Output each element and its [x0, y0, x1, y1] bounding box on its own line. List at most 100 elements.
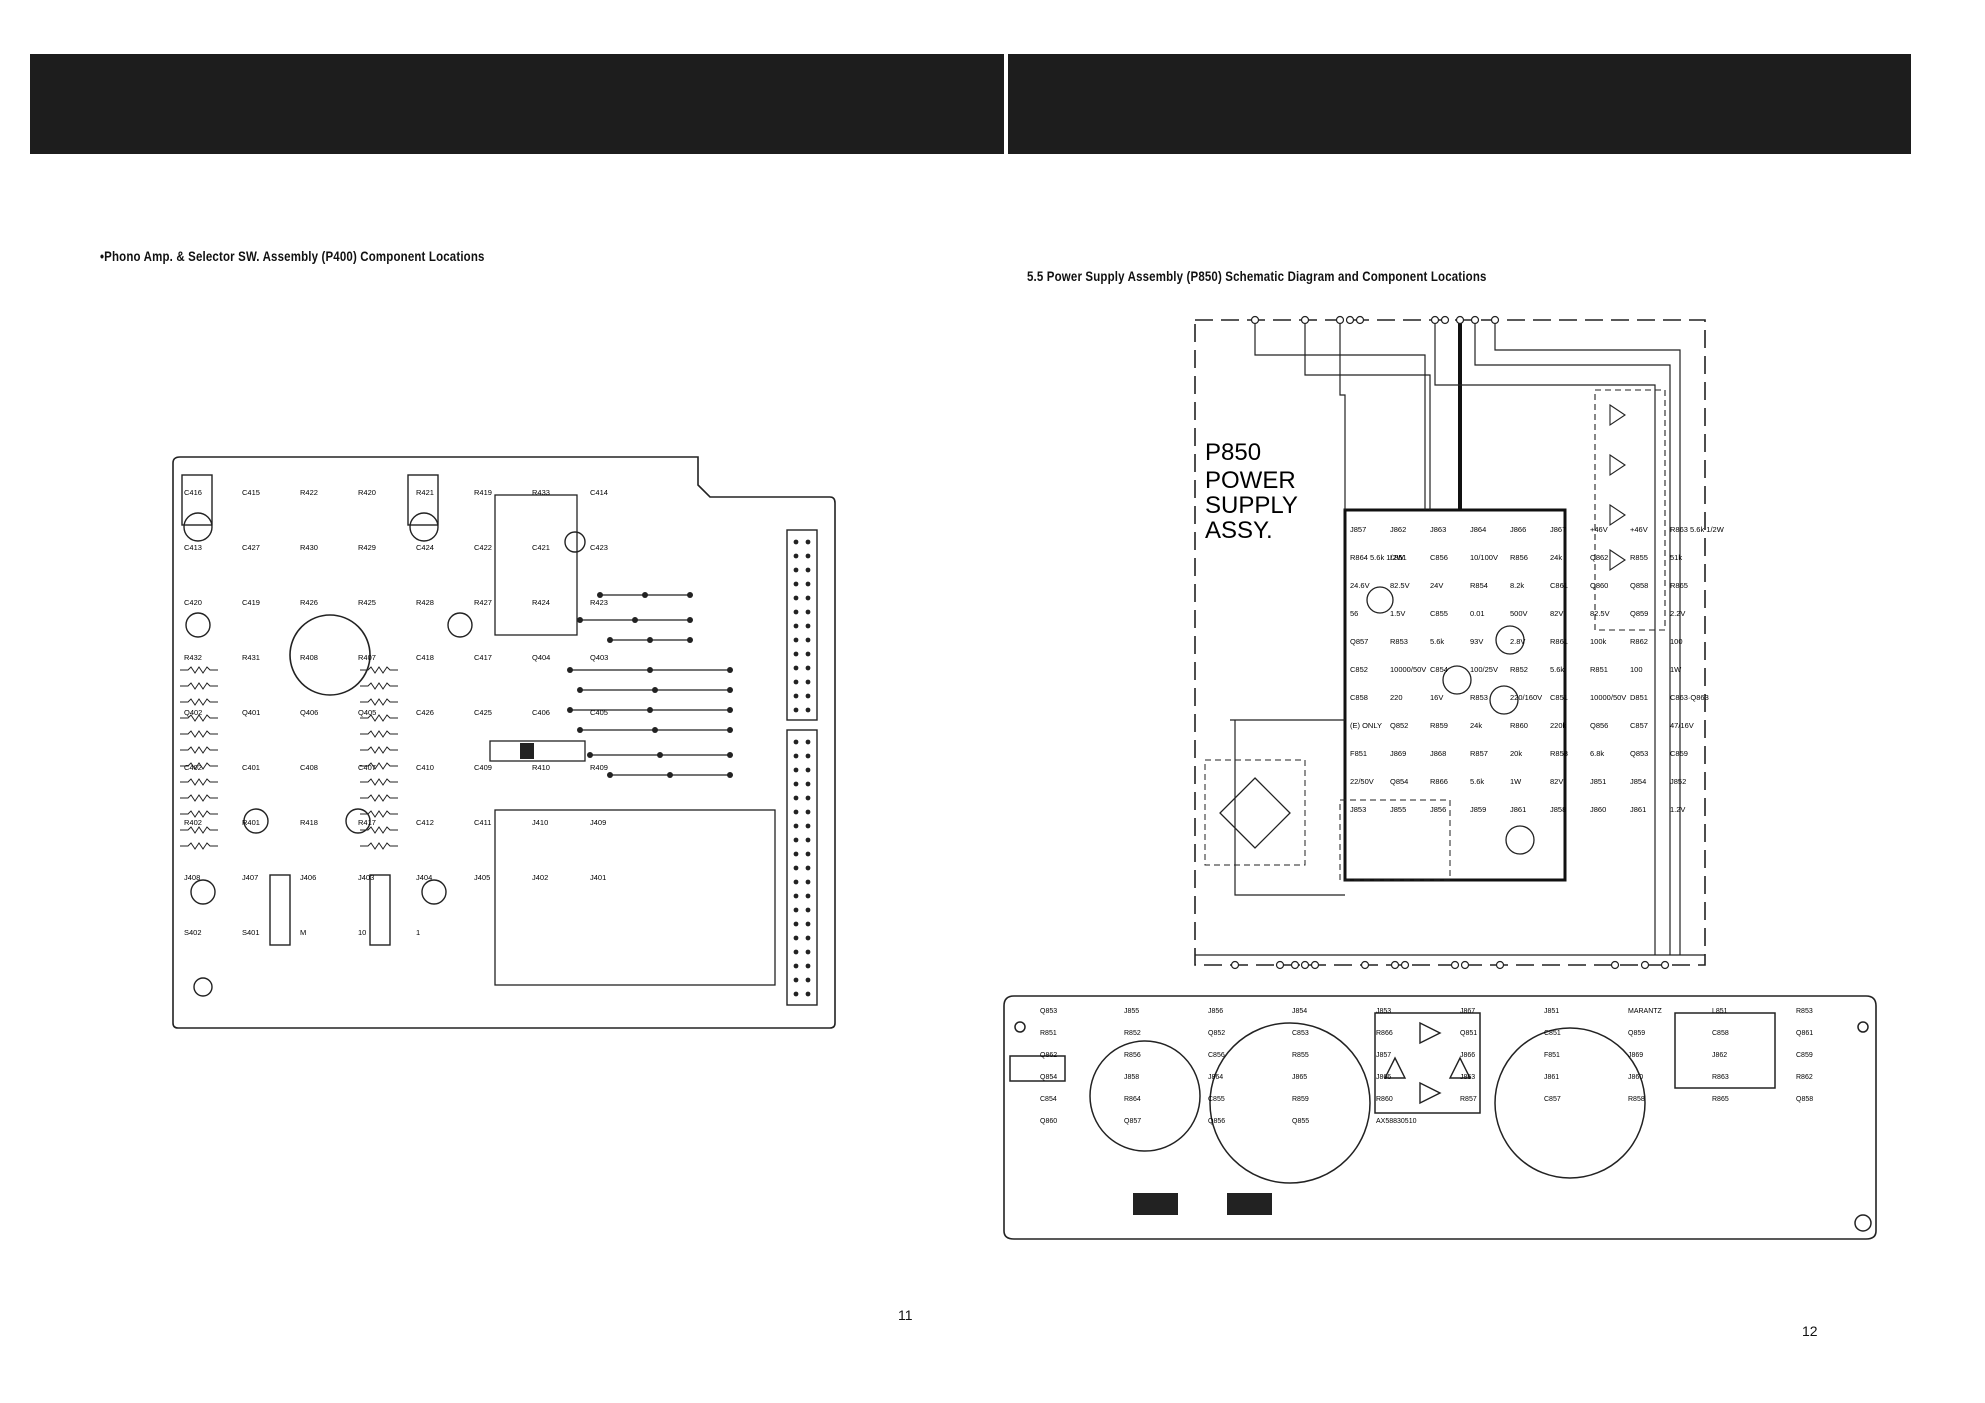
pcb-p850-label: R852	[1124, 1030, 1141, 1037]
title-power: POWER	[1205, 467, 1296, 494]
schematic-label: 82.5V	[1590, 609, 1610, 618]
schematic-label: J852	[1670, 777, 1686, 786]
schematic-label: 2.8V	[1510, 637, 1525, 646]
pcb-p400-label: R410	[532, 763, 550, 772]
pcb-p400-label: R430	[300, 543, 318, 552]
pcb-p400-label: C409	[474, 763, 492, 772]
pcb-p850-label: Q851	[1460, 1030, 1477, 1037]
schematic-label: J853	[1350, 805, 1366, 814]
schematic-label: C858	[1350, 693, 1368, 702]
pcb-p400-label: 1	[416, 928, 420, 937]
schematic-label: J864	[1470, 525, 1486, 534]
bridge-rectifier-d851	[1204, 759, 1306, 866]
schematic-label: R853	[1390, 637, 1408, 646]
schematic-label: 10000/50V	[1590, 693, 1626, 702]
pcb-p400-label: C426	[416, 708, 434, 717]
pcb-p400-label: R429	[358, 543, 376, 552]
schematic-label: 5.6k	[1470, 777, 1484, 786]
pcb-p400-label: R423	[590, 598, 608, 607]
schematic-label: 5.6k	[1430, 637, 1444, 646]
schematic-label: 47/16V	[1670, 721, 1694, 730]
schematic-label: R859	[1430, 721, 1448, 730]
pcb-p400-label: C418	[416, 653, 434, 662]
schematic-label: 220/160V	[1510, 693, 1542, 702]
pcb-p850-label: J869	[1628, 1052, 1643, 1059]
pcb-p850-label: J851	[1544, 1008, 1559, 1015]
schematic-label: R864 5.6k 1/2W	[1350, 553, 1405, 562]
schematic-label: 10/100V	[1470, 553, 1498, 562]
schematic-label: R858	[1550, 749, 1568, 758]
schematic-label: J857	[1350, 525, 1366, 534]
schematic-label: J855	[1390, 805, 1406, 814]
relay-l851	[1594, 389, 1666, 631]
pcb-p400-label: J402	[532, 873, 548, 882]
schematic-label: 500V	[1510, 609, 1528, 618]
schematic-label: 1W	[1670, 665, 1682, 674]
pcb-p400-label: C421	[532, 543, 550, 552]
pcb-p400-label: C419	[242, 598, 260, 607]
pcb-p400-label: C415	[242, 488, 260, 497]
pcb-p400-label: C423	[590, 543, 608, 552]
right-page-number: 12	[1802, 1323, 1818, 1339]
pcb-p850-label: J860	[1628, 1074, 1643, 1081]
schematic-label: 16V	[1430, 693, 1443, 702]
pcb-p400-label: C408	[300, 763, 318, 772]
pcb-p400-label: C407	[358, 763, 376, 772]
schematic-label: J867	[1550, 525, 1566, 534]
header-band-left	[30, 54, 1005, 154]
schematic-label: C856	[1430, 553, 1448, 562]
schematic-label: C855	[1430, 609, 1448, 618]
schematic-label: 24k	[1550, 553, 1562, 562]
pcb-p850-label: J866	[1460, 1052, 1475, 1059]
pcb-p400-label: R431	[242, 653, 260, 662]
pcb-p850-label: J866	[1376, 1074, 1391, 1081]
pcb-p400-label: M	[300, 928, 306, 937]
pcb-p400-label: R409	[590, 763, 608, 772]
pcb-p400-label: R426	[300, 598, 318, 607]
pcb-p850-label: AX58830510	[1376, 1118, 1417, 1125]
schematic-label: J858	[1550, 805, 1566, 814]
pcb-p850-label: C857	[1544, 1096, 1561, 1103]
pcb-p850-label: R866	[1376, 1030, 1393, 1037]
pcb-p400-label: J403	[358, 873, 374, 882]
schematic-label: C852	[1350, 665, 1368, 674]
pcb-p400-label: C410	[416, 763, 434, 772]
pcb-p400-label: C417	[474, 653, 492, 662]
schematic-label: J859	[1470, 805, 1486, 814]
pcb-p400-label: C401	[242, 763, 260, 772]
pcb-p400-label: R424	[532, 598, 550, 607]
pcb-p850-label: C851	[1544, 1030, 1561, 1037]
connector-j402	[786, 529, 818, 1006]
title-p850: P850	[1205, 439, 1261, 466]
schematic-label: Q859	[1630, 609, 1648, 618]
pcb-p400-label: C416	[184, 488, 202, 497]
pcb-p850-label: C854	[1040, 1096, 1057, 1103]
pcb-p400-label: R422	[300, 488, 318, 497]
pcb-p400-label: C427	[242, 543, 260, 552]
schematic-label: (E) ONLY	[1350, 721, 1382, 730]
schematic-label: 24k	[1470, 721, 1482, 730]
schematic-label: R866	[1430, 777, 1448, 786]
schematic-label: C851	[1550, 693, 1568, 702]
schematic-label: 100/25V	[1470, 665, 1498, 674]
pcb-p850-label: Q858	[1796, 1096, 1813, 1103]
pcb-p400-label: C406	[532, 708, 550, 717]
schematic-label: C854	[1430, 665, 1448, 674]
pcb-p400-label: C412	[416, 818, 434, 827]
pcb-p400-label: Q404	[532, 653, 550, 662]
pcb-p850-label: R865	[1712, 1096, 1729, 1103]
pcb-p400-label: R420	[358, 488, 376, 497]
schematic-label: 10000/50V	[1390, 665, 1426, 674]
schematic-label: 100	[1630, 665, 1643, 674]
pcb-p850-label: Q854	[1040, 1074, 1057, 1081]
pcb-p400-label: C424	[416, 543, 434, 552]
schematic-label: J863	[1430, 525, 1446, 534]
schematic-label: 82.5V	[1390, 581, 1410, 590]
pcb-p850-label: Q856	[1208, 1118, 1225, 1125]
schematic-label: R856	[1510, 553, 1528, 562]
pcb-p400-label: C425	[474, 708, 492, 717]
title-assy: ASSY.	[1205, 517, 1273, 544]
pcb-p850-label: Q862	[1040, 1052, 1057, 1059]
pcb-p400-label: Q402	[184, 708, 202, 717]
